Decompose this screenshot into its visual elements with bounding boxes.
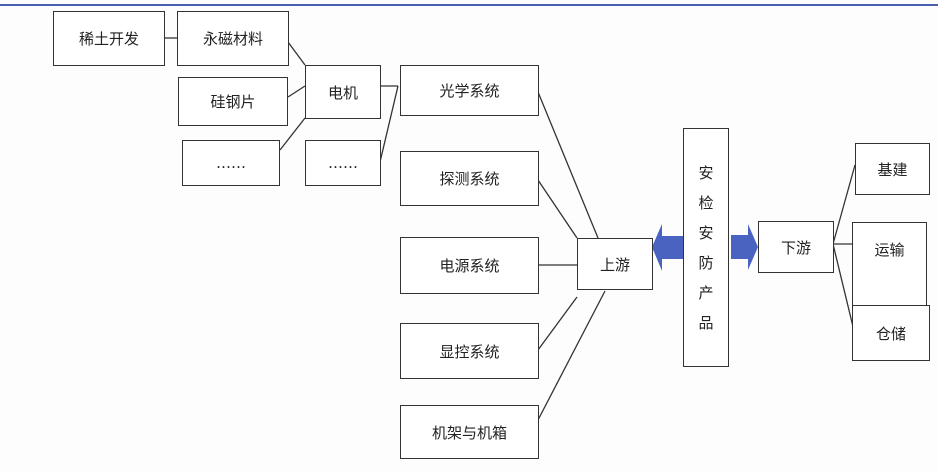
node-label: 基建 (877, 160, 908, 179)
node-magnet: 永磁材料 (177, 11, 289, 66)
node-label: 上游 (599, 255, 630, 274)
node-label: 探测系统 (439, 170, 500, 188)
node-rare-earth: 稀土开发 (53, 11, 165, 66)
node-label: 永磁材料 (202, 30, 263, 48)
connector (537, 179, 578, 239)
connector (279, 117, 306, 151)
node-label: …… (216, 154, 246, 172)
node-label-char: 安 (698, 163, 714, 182)
node-infrastructure: 基建 (855, 143, 930, 195)
node-label: 硅钢片 (210, 93, 256, 111)
connector (537, 290, 606, 421)
node-etc-2: …… (305, 140, 381, 186)
node-display-control: 显控系统 (400, 323, 539, 379)
node-label: 仓储 (875, 324, 906, 343)
connector (832, 164, 856, 245)
node-power: 电源系统 (400, 237, 539, 294)
node-etc-1: …… (182, 140, 280, 186)
node-optical: 光学系统 (400, 65, 539, 116)
top-rule (0, 4, 938, 6)
node-upstream: 上游 (577, 238, 653, 290)
node-label: 电源系统 (439, 257, 500, 275)
connector (832, 243, 856, 336)
connector (287, 85, 306, 98)
arrow-right-icon (731, 224, 758, 270)
node-label-char: 防 (698, 253, 714, 272)
arrow-left-icon (652, 224, 683, 271)
connector (537, 91, 599, 239)
node-label: 运输 (874, 241, 905, 259)
node-downstream: 下游 (758, 221, 834, 273)
node-label: 电机 (327, 83, 358, 102)
node-label-char: 品 (698, 313, 714, 332)
node-label: …… (328, 154, 358, 172)
node-chassis: 机架与机箱 (400, 405, 539, 459)
node-detection: 探测系统 (400, 151, 539, 206)
node-label: 机架与机箱 (431, 423, 507, 442)
node-label-char: 产 (698, 283, 714, 302)
node-label: 稀土开发 (78, 30, 139, 48)
node-label-char: 检 (698, 193, 714, 212)
node-storage: 仓储 (852, 305, 930, 361)
connector (379, 85, 399, 163)
node-label: 下游 (780, 238, 811, 257)
node-transport: 运输 (852, 222, 927, 306)
connector (537, 296, 578, 351)
node-motor: 电机 (305, 65, 381, 119)
connector (287, 41, 306, 66)
node-label: 光学系统 (439, 82, 500, 100)
node-security-products: 安 检 安 防 产 品 (683, 128, 729, 367)
node-silicon-steel: 硅钢片 (178, 77, 288, 126)
node-label-char: 安 (698, 223, 714, 242)
node-label: 显控系统 (439, 342, 500, 361)
